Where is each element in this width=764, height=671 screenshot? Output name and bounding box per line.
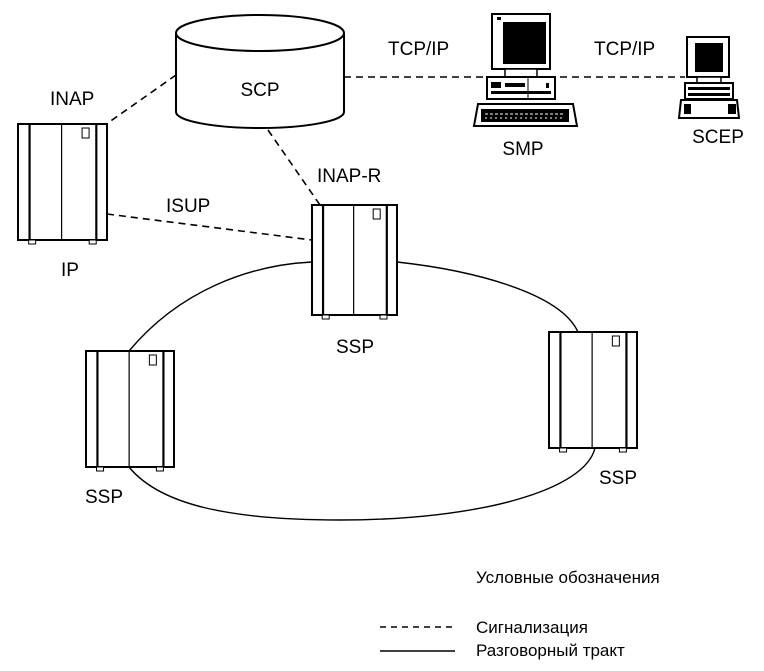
ssp-right-label: SSP <box>599 468 637 489</box>
voice-link-ssp-right-to-ssp-left <box>128 447 596 521</box>
scp-label: SCP <box>240 80 279 101</box>
scep-workstation-icon <box>677 36 741 119</box>
signaling-link-ip-ssp <box>106 213 313 241</box>
scp-database-icon <box>175 14 345 129</box>
cabinet-handle-icon <box>372 208 381 220</box>
cabinet-body <box>85 350 175 468</box>
ssp-left-label: SSP <box>85 487 123 508</box>
cabinet-handle-icon <box>81 127 90 139</box>
cabinet-foot <box>618 447 627 453</box>
ssp-center-cabinet-icon <box>311 204 398 320</box>
cabinet-foot <box>321 314 330 320</box>
legend: Условные обозначения Сигнализация Разгов… <box>380 568 660 660</box>
ip-label: IP <box>61 260 79 281</box>
voice-link-ssp-center-to-ssp-right <box>396 261 579 333</box>
legend-item-signaling: Сигнализация <box>476 618 588 637</box>
link-label-inap: INAP <box>50 89 94 110</box>
link-label-tcpip-scp-smp: TCP/IP <box>388 39 449 60</box>
link-label-isup: ISUP <box>166 196 210 217</box>
scep-label: SCEP <box>692 127 744 148</box>
link-label-inap-r: INAP-R <box>317 166 381 187</box>
legend-title: Условные обозначения <box>476 568 660 587</box>
ssp-left-cabinet-icon <box>85 350 175 472</box>
voice-link-ssp-left-to-ssp-center <box>128 261 313 352</box>
ssp-center-label: SSP <box>336 337 374 358</box>
cabinet-foot <box>155 466 164 472</box>
smp-workstation-icon <box>472 13 579 127</box>
ssp-right-cabinet-icon <box>548 331 638 453</box>
cabinet-handle-icon <box>611 335 620 347</box>
cabinet-body <box>311 204 398 316</box>
cabinet-foot <box>28 239 37 245</box>
cabinet-foot <box>379 314 388 320</box>
cabinet-foot <box>88 239 97 245</box>
signaling-link-scp-ssp <box>267 129 321 206</box>
ip-cabinet-icon <box>17 123 108 245</box>
cabinet-body <box>548 331 638 449</box>
smp-label: SMP <box>502 139 543 160</box>
cabinet-foot <box>96 466 105 472</box>
cabinet-handle-icon <box>148 354 157 366</box>
signaling-link-scp-ip <box>104 74 177 126</box>
legend-item-voice-path: Разговорный тракт <box>476 641 625 660</box>
link-label-tcpip-smp-scep: TCP/IP <box>594 39 655 60</box>
cabinet-foot <box>559 447 568 453</box>
cabinet-body <box>17 123 108 241</box>
